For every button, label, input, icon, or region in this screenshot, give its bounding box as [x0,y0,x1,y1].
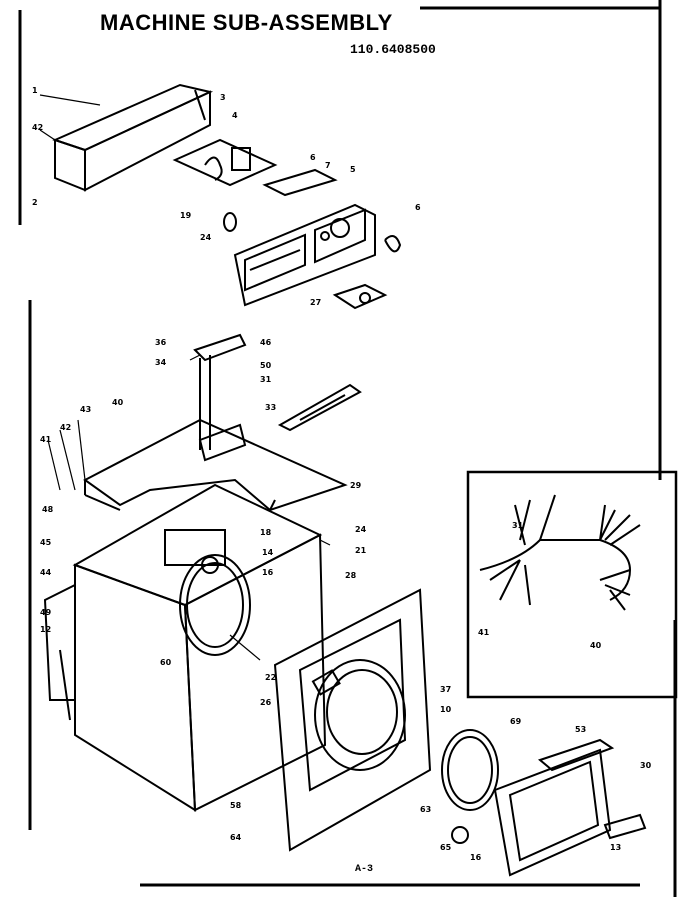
svg-text:37: 37 [440,685,451,694]
door-assembly [493,738,647,877]
svg-text:48: 48 [42,505,54,514]
svg-text:49: 49 [40,608,52,617]
svg-text:42: 42 [32,123,43,132]
svg-text:12: 12 [40,625,51,634]
top-cover [83,418,348,512]
svg-text:45: 45 [40,538,52,547]
svg-text:60: 60 [160,658,172,667]
svg-text:43: 43 [80,405,91,414]
svg-text:31: 31 [260,375,272,384]
control-panel [223,168,402,310]
svg-text:53: 53 [575,725,586,734]
diagram-title: MACHINE SUB-ASSEMBLY [100,10,393,35]
svg-text:33: 33 [265,403,276,412]
svg-text:30: 30 [640,761,652,770]
svg-text:26: 26 [260,698,272,707]
svg-text:31: 31 [512,521,524,530]
cabinet [43,483,327,812]
svg-text:50: 50 [260,361,272,370]
svg-text:16: 16 [262,568,274,577]
wiring-harness-inset [466,470,678,699]
svg-text:14: 14 [262,548,274,557]
svg-text:18: 18 [260,528,272,537]
svg-text:1: 1 [32,86,38,95]
svg-text:42: 42 [60,423,71,432]
front-panel [273,588,432,852]
top-trim-assembly [52,83,214,192]
svg-text:22: 22 [265,673,276,682]
svg-text:21: 21 [355,546,367,555]
svg-text:44: 44 [40,568,52,577]
svg-text:16: 16 [470,853,482,862]
svg-text:27: 27 [310,298,321,307]
switch-bracket [172,138,278,187]
svg-text:10: 10 [440,705,452,714]
svg-text:28: 28 [345,571,357,580]
svg-text:3: 3 [220,93,226,102]
svg-text:5: 5 [350,165,356,174]
lint-tool [277,383,362,432]
svg-text:46: 46 [260,338,272,347]
svg-text:2: 2 [32,198,38,207]
svg-text:6: 6 [415,203,421,212]
svg-text:58: 58 [230,801,242,810]
svg-text:7: 7 [325,161,331,170]
svg-text:40: 40 [112,398,124,407]
svg-text:29: 29 [350,481,362,490]
svg-text:19: 19 [180,211,192,220]
svg-text:40: 40 [590,641,602,650]
svg-text:63: 63 [420,805,431,814]
model-number: 110.6408500 [350,42,436,57]
svg-text:6: 6 [310,153,316,162]
diagram-code: A-3 [355,864,374,875]
svg-text:24: 24 [355,525,367,534]
svg-text:36: 36 [155,338,167,347]
svg-text:41: 41 [40,435,52,444]
svg-text:65: 65 [440,843,452,852]
svg-text:64: 64 [230,833,242,842]
svg-text:13: 13 [610,843,621,852]
svg-text:4: 4 [232,111,238,120]
svg-text:41: 41 [478,628,490,637]
svg-text:24: 24 [200,233,212,242]
rear-bracket [193,333,247,462]
svg-text:69: 69 [510,717,522,726]
door-gasket [441,729,499,844]
leader-lines [39,94,331,661]
svg-text:34: 34 [155,358,167,367]
